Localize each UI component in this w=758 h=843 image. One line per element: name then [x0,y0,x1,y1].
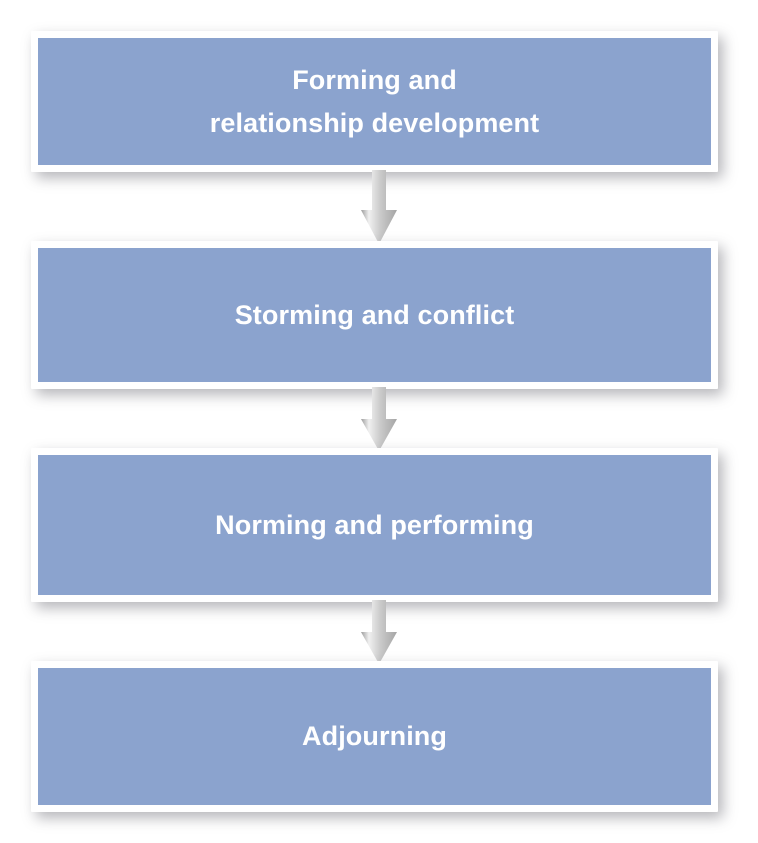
stage-label-norming: Norming and performing [215,509,534,540]
arrow-down-icon-1 [361,170,397,244]
stage-box-forming: Forming and relationship development [31,31,718,172]
stage-label-forming: Forming and relationship development [209,64,540,138]
arrow-down-icon-2 [361,387,397,451]
arrow-down-icon-3 [361,600,397,664]
stage-label-adjourning: Adjourning [302,721,447,751]
stage-label-storming: Storming and conflict [234,299,515,330]
stage-box-storming: Storming and conflict [31,241,718,389]
stage-fill: Adjourning [38,668,711,805]
stage-box-norming: Norming and performing [31,448,718,602]
stage-fill: Forming and relationship development [38,38,711,165]
stage-box-adjourning: Adjourning [31,661,718,812]
stage-fill: Storming and conflict [38,248,711,382]
stage-fill: Norming and performing [38,455,711,595]
